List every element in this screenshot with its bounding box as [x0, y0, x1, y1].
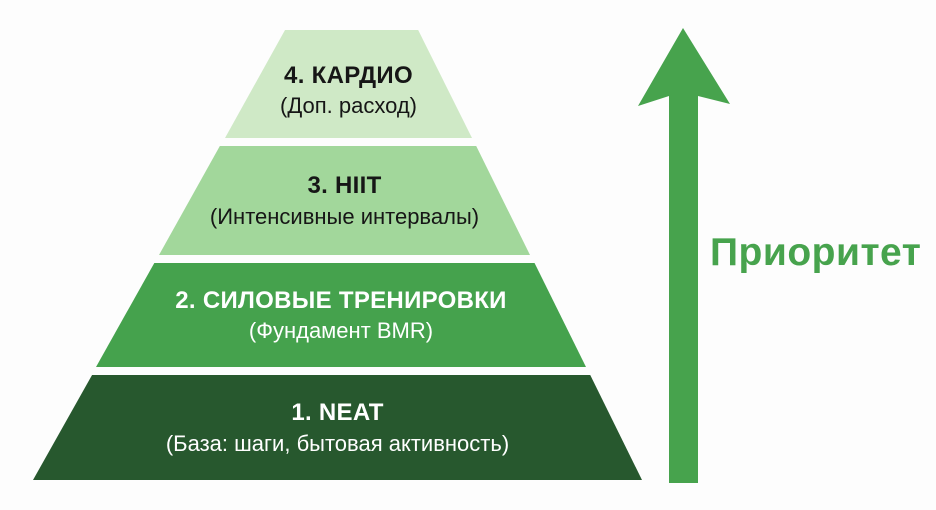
- level-strength-title: 2. СИЛОВЫЕ ТРЕНИРОВКИ: [175, 286, 507, 314]
- level-hiit-subtitle: (Интенсивные интервалы): [209, 203, 480, 229]
- level-hiit-title: 3. HIIT: [307, 172, 382, 200]
- level-neat-subtitle: (База: шаги, бытовая активность): [165, 430, 510, 456]
- pyramid-level-strength: 2. СИЛОВЫЕ ТРЕНИРОВКИ (Фундамент BMR): [96, 263, 586, 367]
- pyramid-level-hiit: 3. HIIT (Интенсивные интервалы): [159, 146, 530, 255]
- priority-label: Приоритет: [710, 231, 922, 274]
- up-arrow-icon: [638, 28, 730, 483]
- level-cardio-subtitle: (Доп. расход): [280, 93, 417, 119]
- level-cardio-title: 4. КАРДИО: [284, 61, 413, 89]
- level-strength-subtitle: (Фундамент BMR): [248, 318, 434, 344]
- pyramid-level-cardio: 4. КАРДИО (Доп. расход): [225, 30, 472, 138]
- pyramid-level-neat: 1. NEAT (База: шаги, бытовая активность): [33, 375, 642, 480]
- level-neat-title: 1. NEAT: [291, 399, 384, 427]
